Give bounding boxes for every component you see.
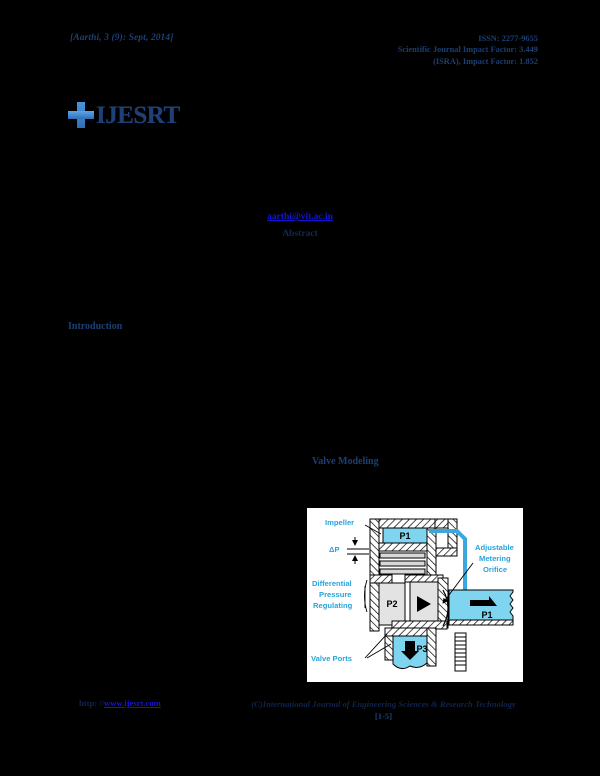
figure-diff-pressure-label-3: Regulating (313, 601, 353, 610)
sjif-line: Scientific Journal Impact Factor: 3.449 (397, 45, 538, 55)
figure-diff-pressure-label-1: Differential (312, 579, 352, 588)
footer-url-link[interactable]: www.ijesrt.com (104, 698, 161, 708)
ijesrt-logo: IJESRT (68, 98, 180, 132)
figure-p1-top-label: P1 (399, 531, 410, 541)
figure-metering-label-1: Adjustable (475, 543, 514, 552)
plus-horizontal-bar (68, 111, 94, 119)
figure-metering-label-2: Metering (479, 554, 511, 563)
figure-impeller-label: Impeller (325, 518, 354, 527)
figure-delta-p-label: ΔP (329, 545, 340, 554)
valve-modeling-heading: Valve Modeling (312, 456, 379, 467)
running-head-right: ISSN: 2277-9655 Scientific Journal Impac… (398, 33, 538, 67)
corresponding-author-email-link[interactable]: aarthi@vit.ac.in (267, 212, 333, 222)
abstract-heading: Abstract (282, 229, 318, 239)
introduction-heading: Introduction (68, 321, 123, 332)
running-head-left: [Aarthi, 3 (9): Sept, 2014] (70, 33, 174, 43)
issn-line: ISSN: 2277-9655 (478, 34, 538, 43)
footer-journal-line: (C)International Journal of Engineering … (251, 699, 516, 709)
figure-p1-right-label: P1 (481, 610, 492, 620)
figure-valve-ports-label: Valve Ports (311, 654, 352, 663)
footer-page-range: [1-5] (374, 711, 393, 721)
figure-diff-pressure-label-2: Pressure (319, 590, 352, 599)
figure-p3-label: P3 (416, 644, 427, 654)
isra-line: (ISRA), Impact Factor: 1.852 (433, 56, 538, 66)
plus-cross-icon (68, 102, 94, 128)
footer-url-prefix: http: // (79, 698, 105, 708)
figure-p2-label: P2 (386, 599, 397, 609)
logo-wordmark: IJESRT (96, 101, 180, 129)
figure-metering-label-3: Orifice (483, 565, 507, 574)
valve-schematic-figure: P1 P2 (307, 508, 523, 682)
page-footer: http: // www.ijesrt.com (C)International… (0, 698, 600, 732)
